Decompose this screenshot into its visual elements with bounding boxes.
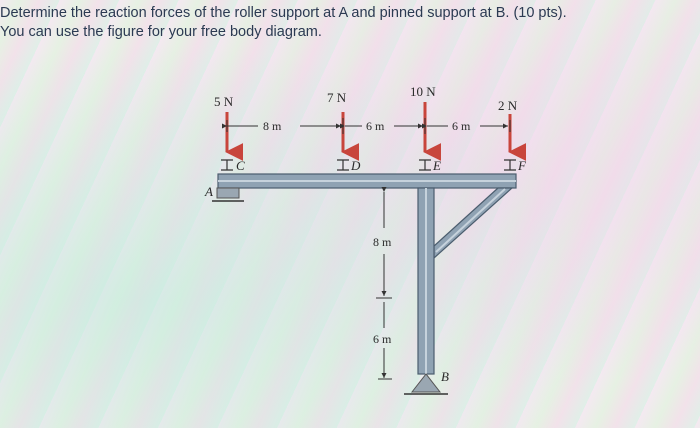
point-label-e: E [432,158,441,173]
diagonal-brace [433,187,514,260]
point-label-f: F [517,158,527,173]
load-label-7n: 7 N [327,90,347,105]
problem-line-2: You can use the figure for your free bod… [0,24,322,40]
vdim-label-upper: 8 m [373,235,392,249]
span-label-cd: 8 m [263,119,282,133]
problem-line-1: Determine the reaction forces of the rol… [0,5,567,21]
load-label-2n: 2 N [498,98,518,113]
problem-statement: Determine the reaction forces of the rol… [0,4,700,42]
point-label-b: B [441,369,449,384]
roller-support-a [212,187,244,202]
load-label-5n: 5 N [214,94,234,109]
vertical-column [417,187,435,375]
beam-pins [221,159,516,171]
span-label-ef: 6 m [452,119,471,133]
horizontal-dimensions [222,118,511,134]
horizontal-beam [217,173,517,189]
load-label-10n: 10 N [410,84,436,99]
point-label-d: D [350,158,361,173]
point-label-c: C [236,158,245,173]
span-label-de: 6 m [366,119,385,133]
vdim-label-lower: 6 m [373,332,392,346]
pin-support-b [404,373,448,395]
vertical-dimensions [376,187,392,380]
point-label-a: A [204,184,213,199]
